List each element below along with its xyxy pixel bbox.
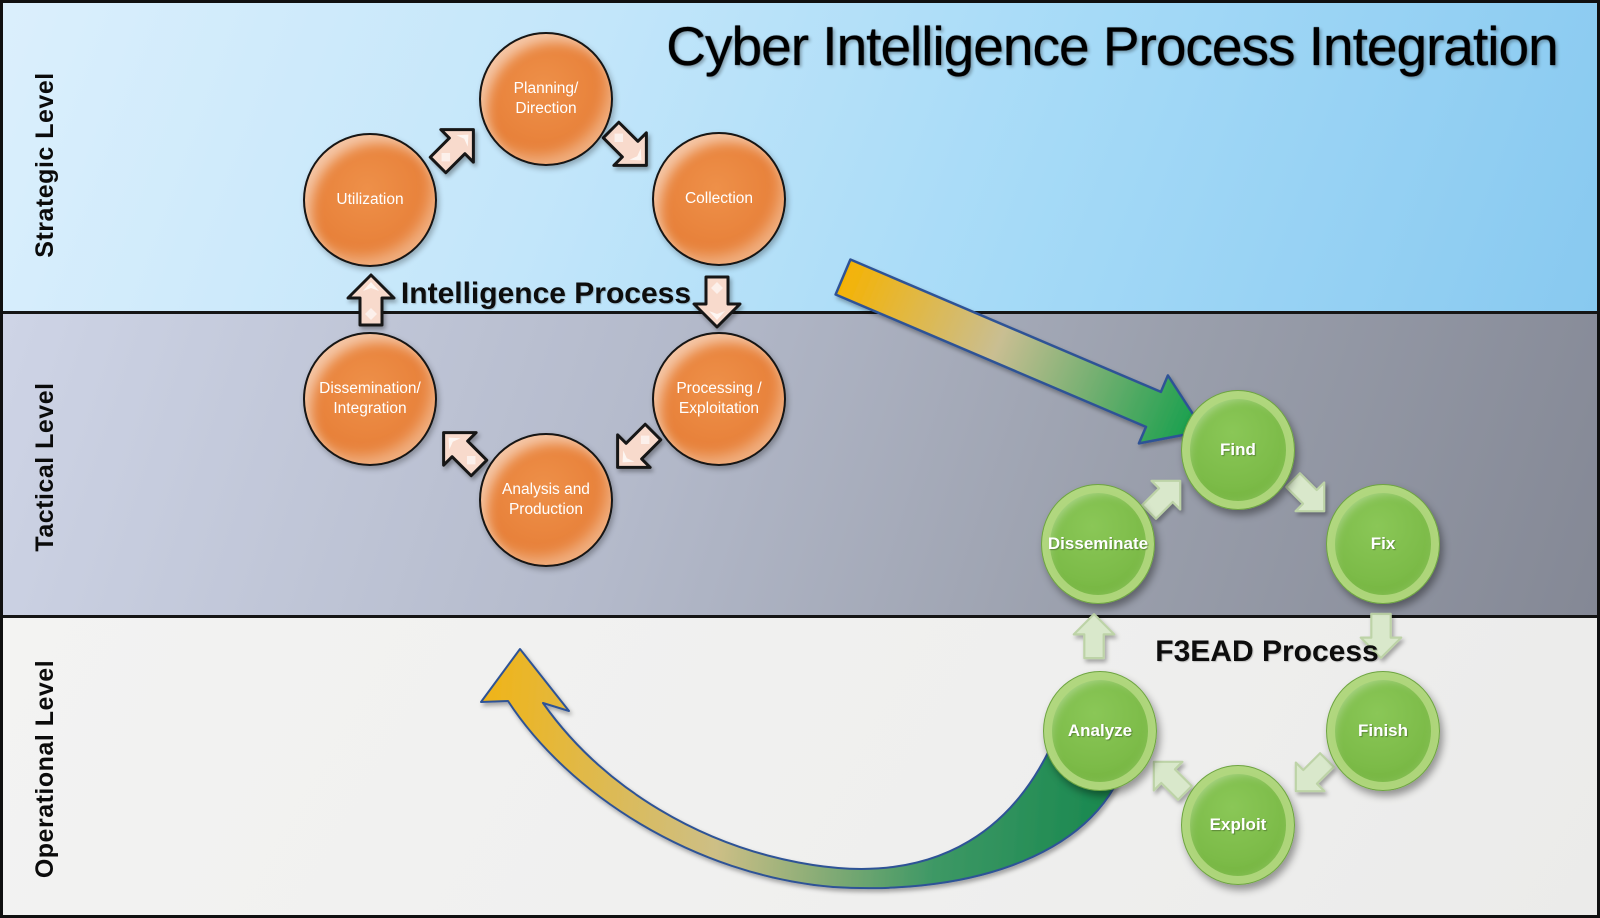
f3ead-node-analyze: Analyze <box>1043 671 1157 791</box>
strategic-band <box>3 3 1597 311</box>
f3ead-node-find: Find <box>1181 390 1295 510</box>
f3ead-process-caption: F3EAD Process <box>1155 635 1379 668</box>
intel-node-dissemination-integration: Dissemination/ Integration <box>303 332 437 466</box>
intel-node-processing-exploitation: Processing / Exploitation <box>652 332 786 466</box>
intel-node-utilization: Utilization <box>303 133 437 267</box>
flow-arrow-f3ead-to-intel <box>480 648 1129 890</box>
intel-arrow-utilization-to-planning <box>420 111 492 183</box>
page-title: Cyber Intelligence Process Integration <box>666 15 1558 77</box>
f3ead-node-finish: Finish <box>1326 671 1440 791</box>
f3ead-node-fix: Fix <box>1326 484 1440 604</box>
f3ead-node-exploit: Exploit <box>1181 765 1295 885</box>
flow-arrow-intel-to-f3ead <box>834 258 1206 445</box>
intel-node-planning-direction: Planning/ Direction <box>479 32 613 166</box>
intel-node-analysis-production: Analysis and Production <box>479 433 613 567</box>
intelligence-process-caption: Intelligence Process <box>400 277 692 310</box>
f3ead-node-disseminate: Disseminate <box>1041 484 1155 604</box>
intel-node-collection: Collection <box>652 132 786 266</box>
